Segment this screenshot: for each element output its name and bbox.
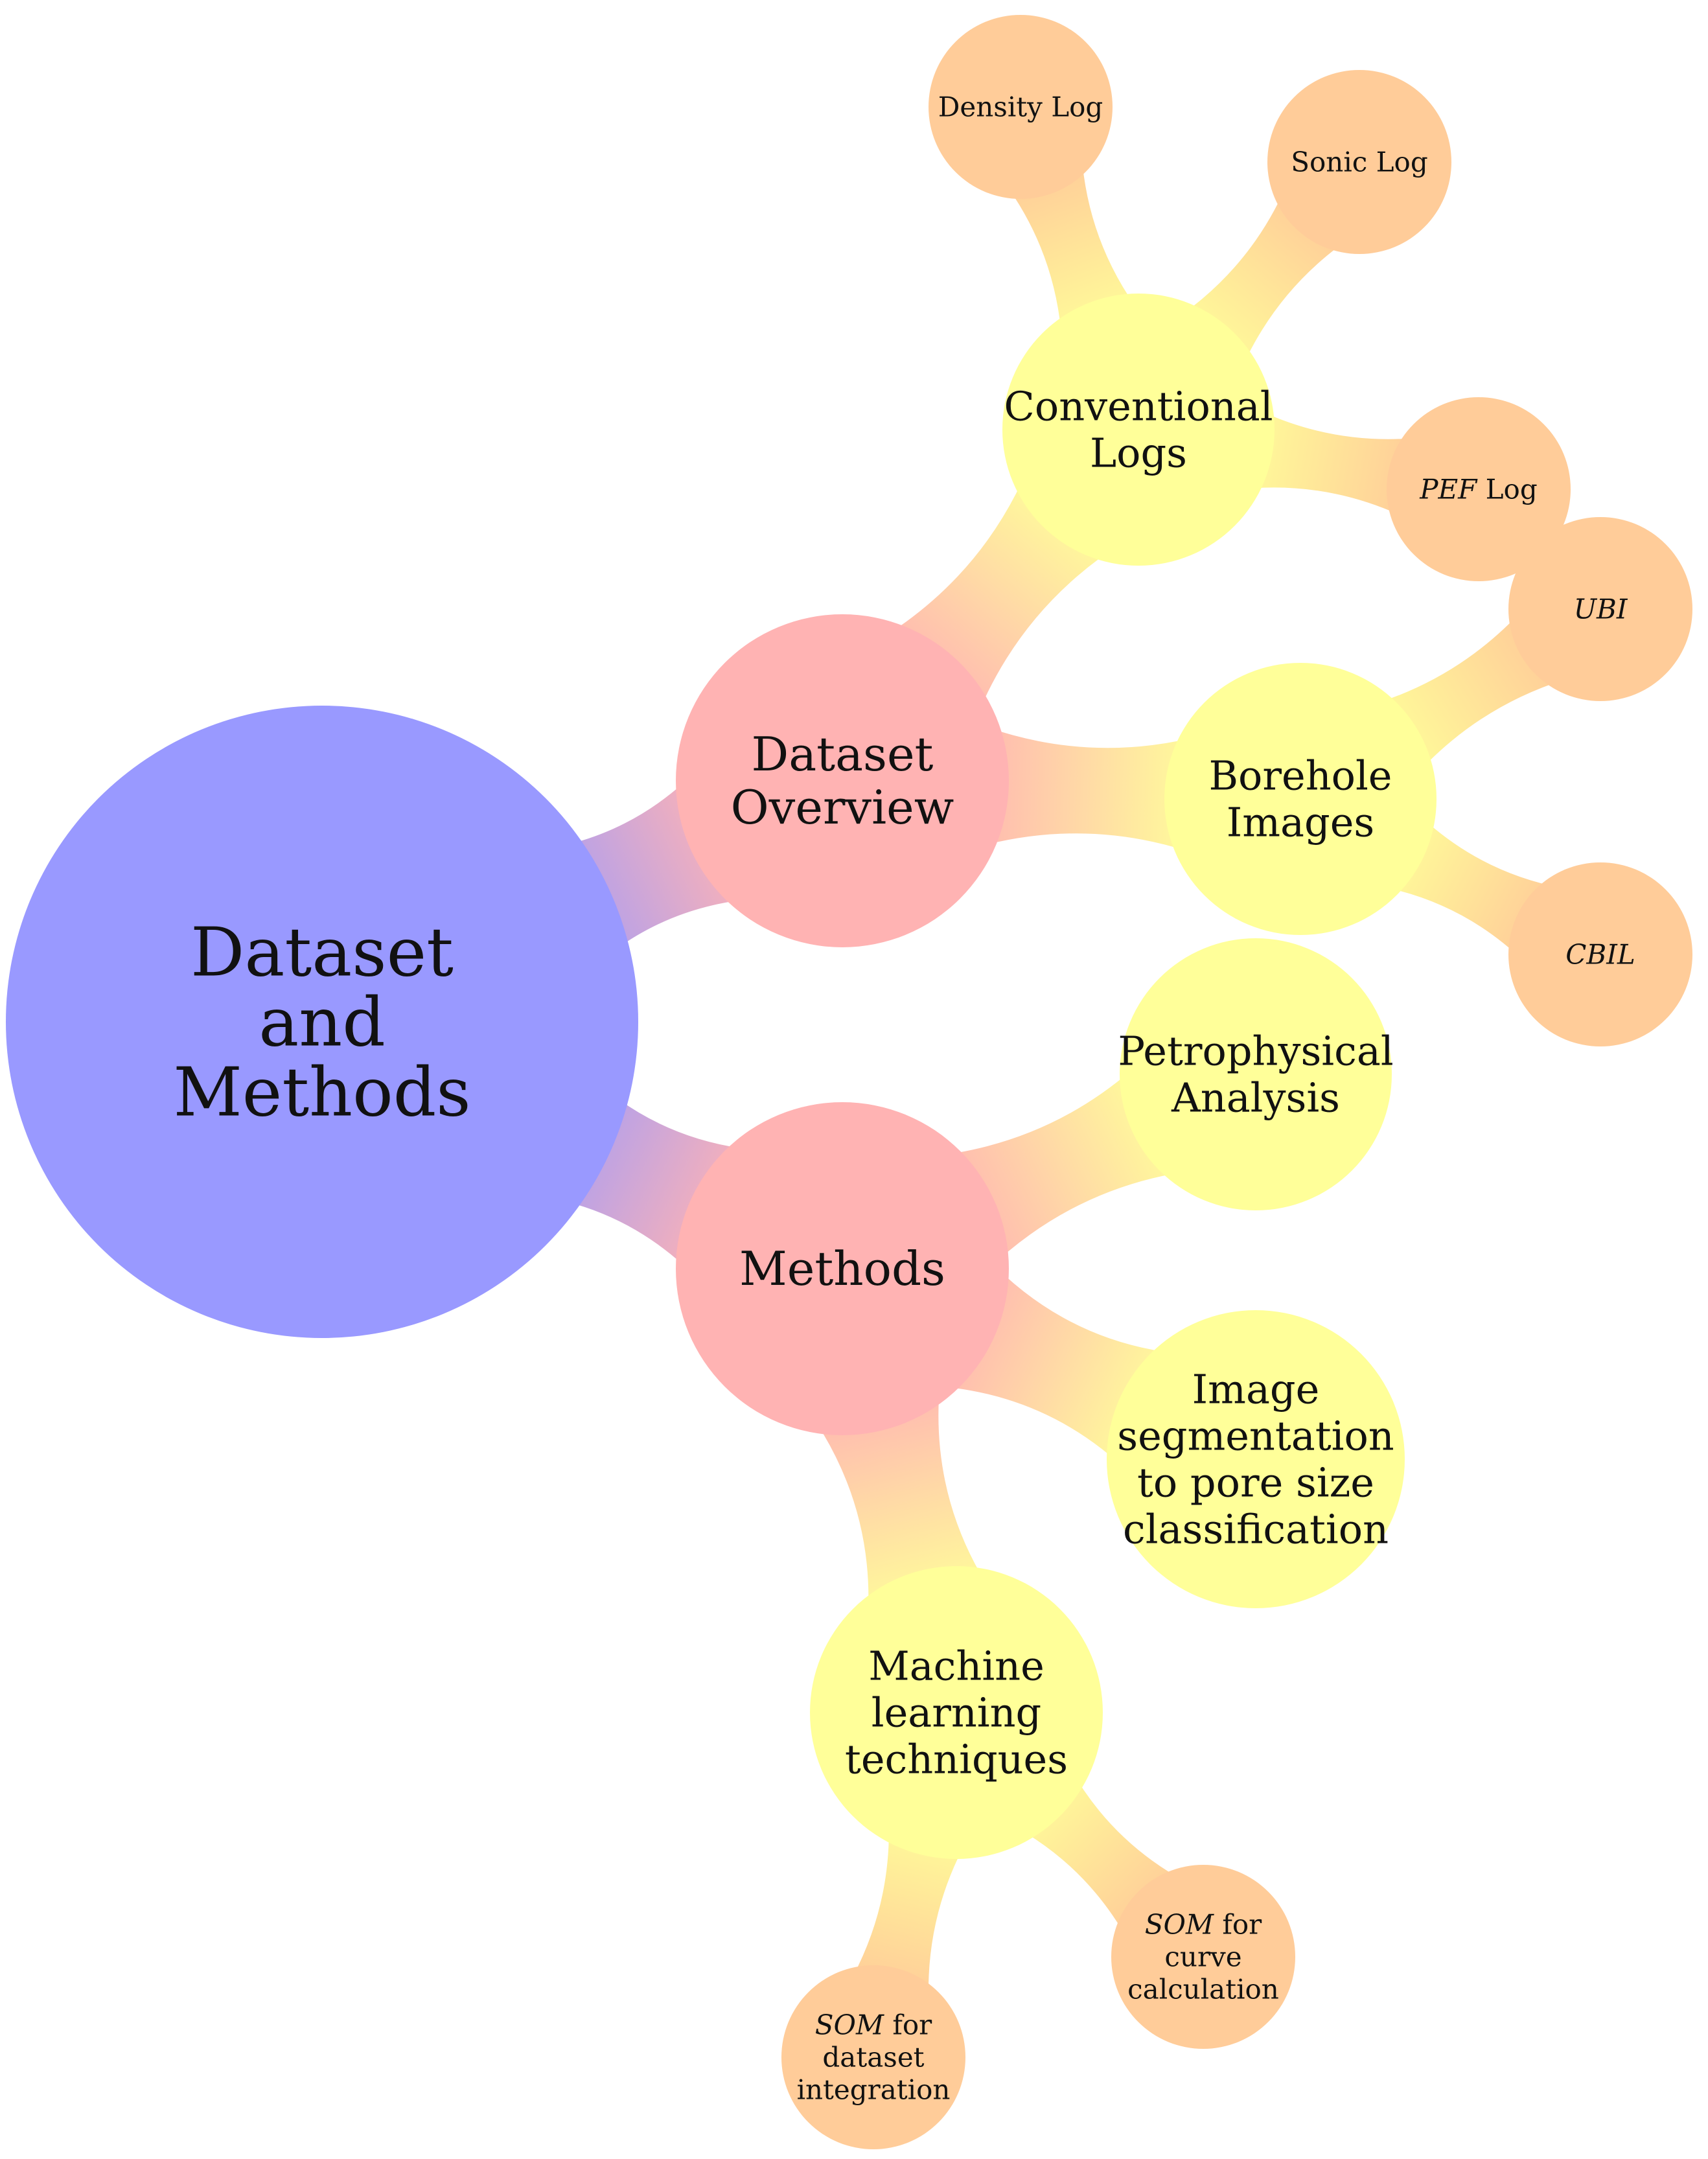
- node-sonic-log-label: Sonic Log: [1291, 146, 1427, 178]
- label-run: Density Log: [938, 91, 1103, 123]
- node-image-segmentation: [1107, 1310, 1405, 1608]
- label-run: Methods: [173, 1052, 470, 1131]
- label-run: Dataset: [751, 727, 933, 781]
- node-methods: [676, 1102, 1009, 1435]
- label-run: Sonic Log: [1291, 146, 1427, 178]
- label-run: UBI: [1574, 594, 1628, 625]
- label-run: Machine: [868, 1643, 1044, 1690]
- node-dataset-overview: [676, 614, 1009, 947]
- node-som-curve-calculation: [1111, 1865, 1295, 2049]
- label-run: dataset: [822, 2042, 924, 2073]
- node-borehole-images: [1164, 663, 1437, 935]
- label-run: integration: [797, 2074, 951, 2106]
- node-petrophysical-analysis: [1120, 938, 1392, 1210]
- label-run: Petrophysical: [1118, 1028, 1393, 1075]
- label-run: and: [259, 982, 386, 1061]
- label-run: learning: [871, 1689, 1042, 1737]
- label-run: techniques: [845, 1736, 1068, 1783]
- label-run: Image: [1192, 1366, 1320, 1413]
- node-methods-label: Methods: [739, 1241, 945, 1296]
- label-run: Overview: [731, 780, 954, 835]
- label-run: Analysis: [1171, 1074, 1340, 1122]
- connector-ov-to-bi: [956, 717, 1208, 857]
- node-ubi-label: UBI: [1574, 594, 1628, 625]
- label-run: SOM: [1145, 1909, 1214, 1941]
- node-conventional-logs: [1002, 294, 1275, 566]
- label-run: classification: [1123, 1506, 1389, 1553]
- node-ubi: [1508, 517, 1692, 701]
- node-density-log-label: Density Log: [938, 91, 1103, 123]
- label-run: CBIL: [1565, 939, 1635, 971]
- label-run: Borehole: [1209, 752, 1392, 800]
- label-run: PEF: [1419, 474, 1478, 505]
- label-run: segmentation: [1117, 1413, 1394, 1460]
- label-run: to pore size: [1137, 1459, 1374, 1507]
- label-run: Conventional: [1004, 383, 1273, 430]
- node-density-log: [929, 15, 1113, 199]
- node-sonic-log: [1267, 70, 1451, 254]
- node-pef-log: [1387, 397, 1571, 581]
- label-run: curve: [1164, 1941, 1241, 1973]
- label-run: Images: [1227, 799, 1374, 846]
- label-run: for: [1214, 1909, 1262, 1941]
- node-pef-log-label: PEF Log: [1419, 474, 1537, 505]
- label-run: SOM: [815, 2009, 884, 2041]
- root-node-dataset-and-methods: [6, 706, 638, 1338]
- label-run: Methods: [739, 1241, 945, 1296]
- label-run: calculation: [1127, 1974, 1279, 2005]
- label-run: Dataset: [190, 912, 454, 991]
- node-cbil: [1508, 862, 1692, 1046]
- nodes: [6, 15, 1692, 2149]
- label-run: for: [884, 2009, 932, 2041]
- node-som-dataset-integration: [781, 1965, 965, 2149]
- label-run: Log: [1477, 474, 1537, 505]
- node-machine-learning-techniques: [810, 1566, 1103, 1859]
- node-cbil-label: CBIL: [1565, 939, 1635, 971]
- label-run: Logs: [1090, 430, 1187, 477]
